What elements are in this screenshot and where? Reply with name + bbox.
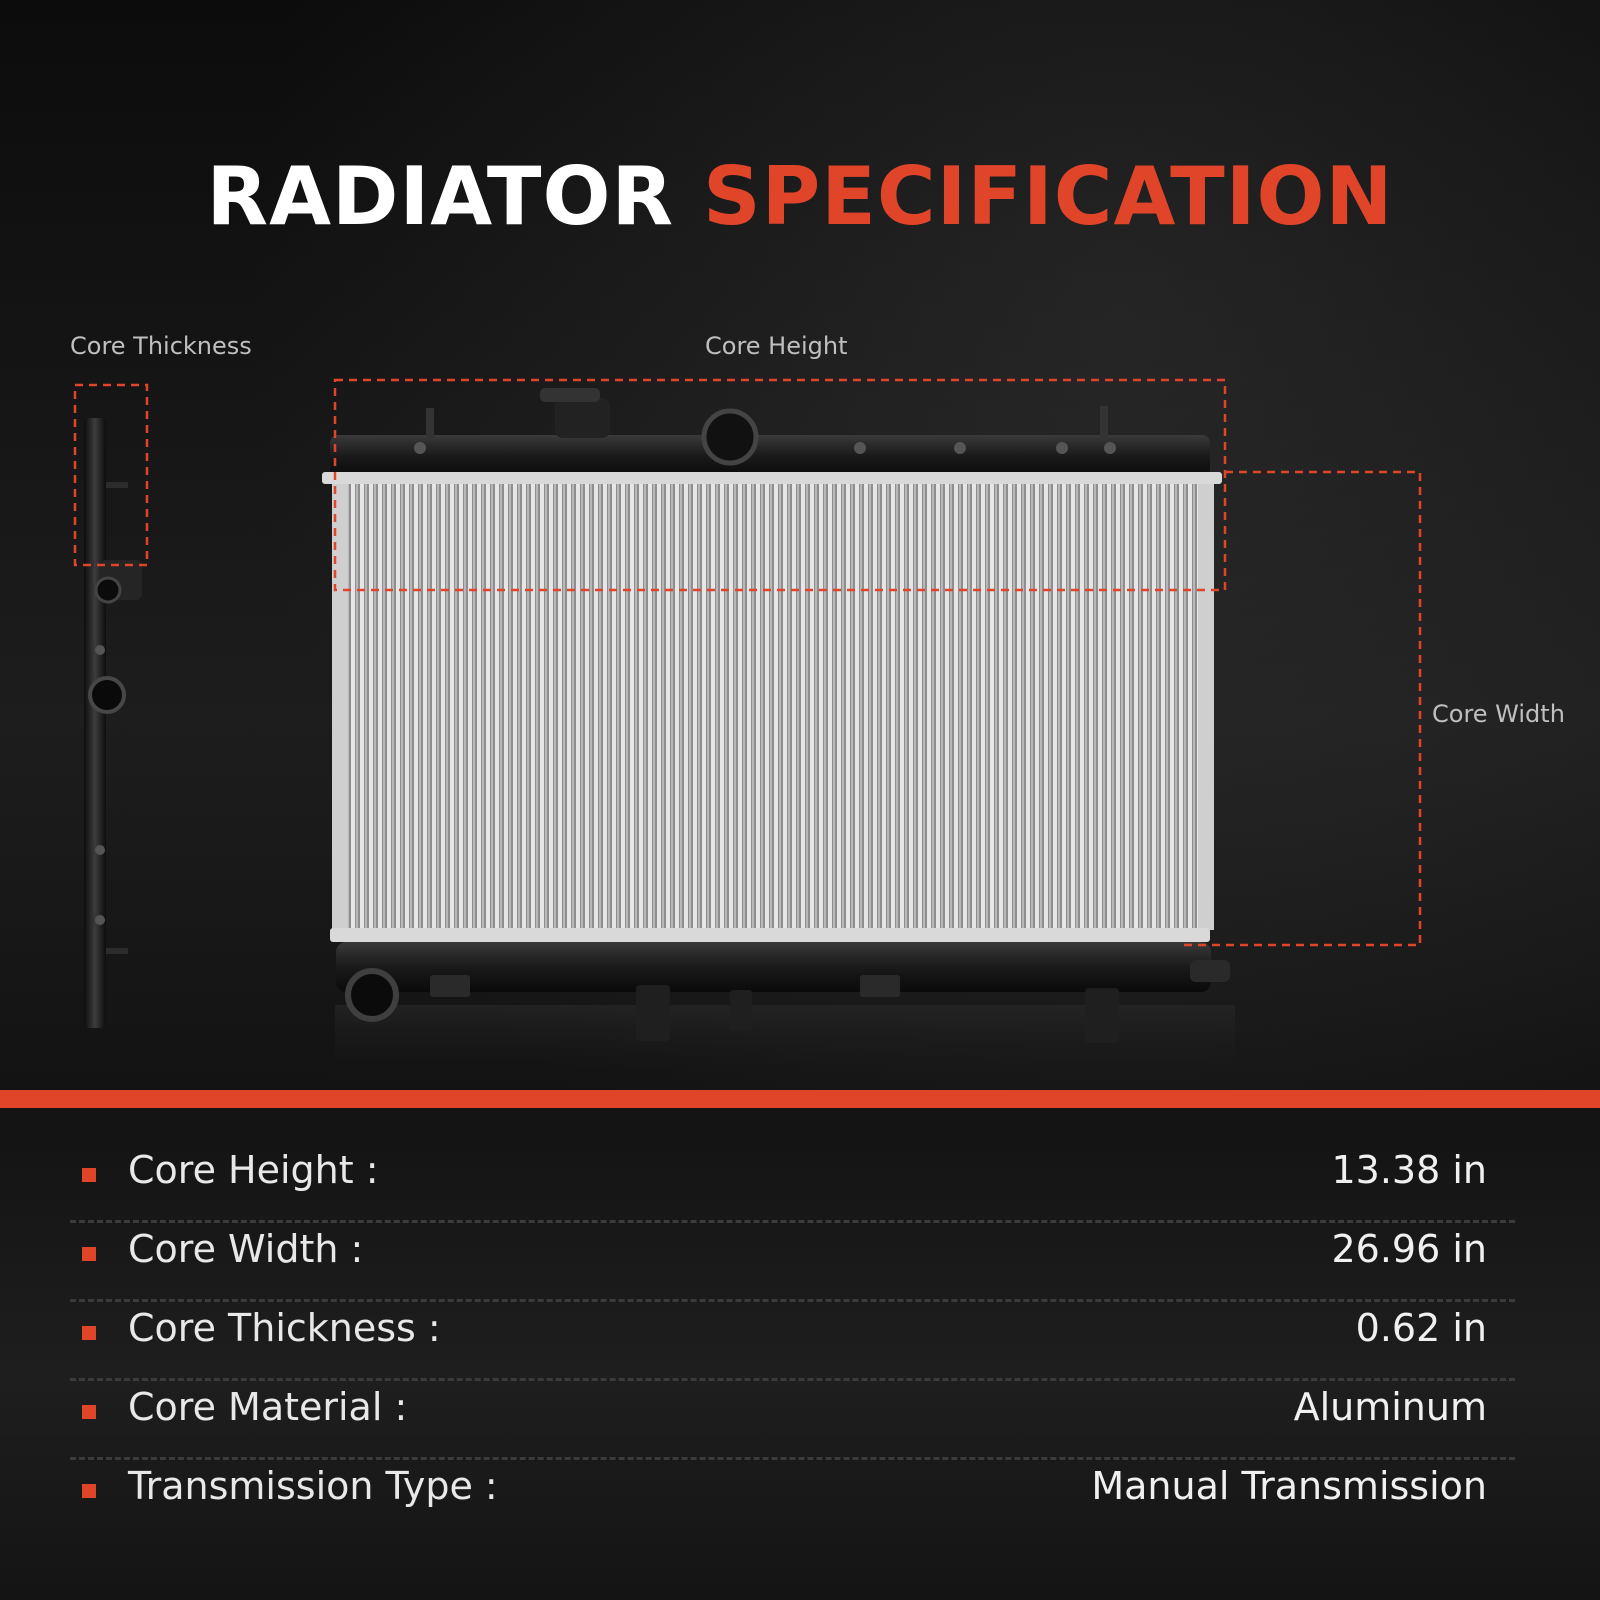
spec-value: 13.38 in	[1331, 1148, 1487, 1192]
spec-row-transmission-type: Transmission Type : Manual Transmission	[70, 1456, 1515, 1536]
spec-label: Core Material :	[128, 1385, 408, 1429]
spec-value: Manual Transmission	[1091, 1464, 1487, 1508]
page-title: RADIATOR SPECIFICATION	[0, 150, 1600, 243]
bullet-icon	[82, 1405, 96, 1419]
side-view-radiator	[84, 418, 142, 1028]
spec-label: Core Width :	[128, 1227, 364, 1271]
spec-row-core-width: Core Width : 26.96 in	[70, 1219, 1515, 1302]
bullet-icon	[82, 1247, 96, 1261]
core-width-label: Core Width	[1432, 700, 1565, 728]
spec-label: Transmission Type :	[128, 1464, 498, 1508]
spec-row-core-height: Core Height : 13.38 in	[70, 1140, 1515, 1223]
spec-value: Aluminum	[1293, 1385, 1487, 1429]
title-part-red: SPECIFICATION	[702, 150, 1394, 243]
spec-value: 0.62 in	[1355, 1306, 1487, 1350]
bullet-icon	[82, 1168, 96, 1182]
core-thickness-label: Core Thickness	[70, 332, 252, 360]
spec-label: Core Thickness :	[128, 1306, 441, 1350]
accent-band	[0, 1090, 1600, 1108]
bullet-icon	[82, 1484, 96, 1498]
spec-row-core-material: Core Material : Aluminum	[70, 1377, 1515, 1460]
title-part-white: RADIATOR	[206, 150, 675, 243]
core-height-dimension-box	[333, 378, 1227, 592]
front-view-radiator	[322, 388, 1235, 1080]
spec-label: Core Height :	[128, 1148, 379, 1192]
spec-value: 26.96 in	[1331, 1227, 1487, 1271]
core-width-dimension-line	[1180, 470, 1422, 947]
core-thickness-dimension-box	[73, 383, 149, 567]
core-height-label: Core Height	[705, 332, 848, 360]
spec-row-core-thickness: Core Thickness : 0.62 in	[70, 1298, 1515, 1381]
bullet-icon	[82, 1326, 96, 1340]
radiator-illustration	[73, 378, 1422, 1080]
spec-panel-background	[0, 1108, 1600, 1600]
